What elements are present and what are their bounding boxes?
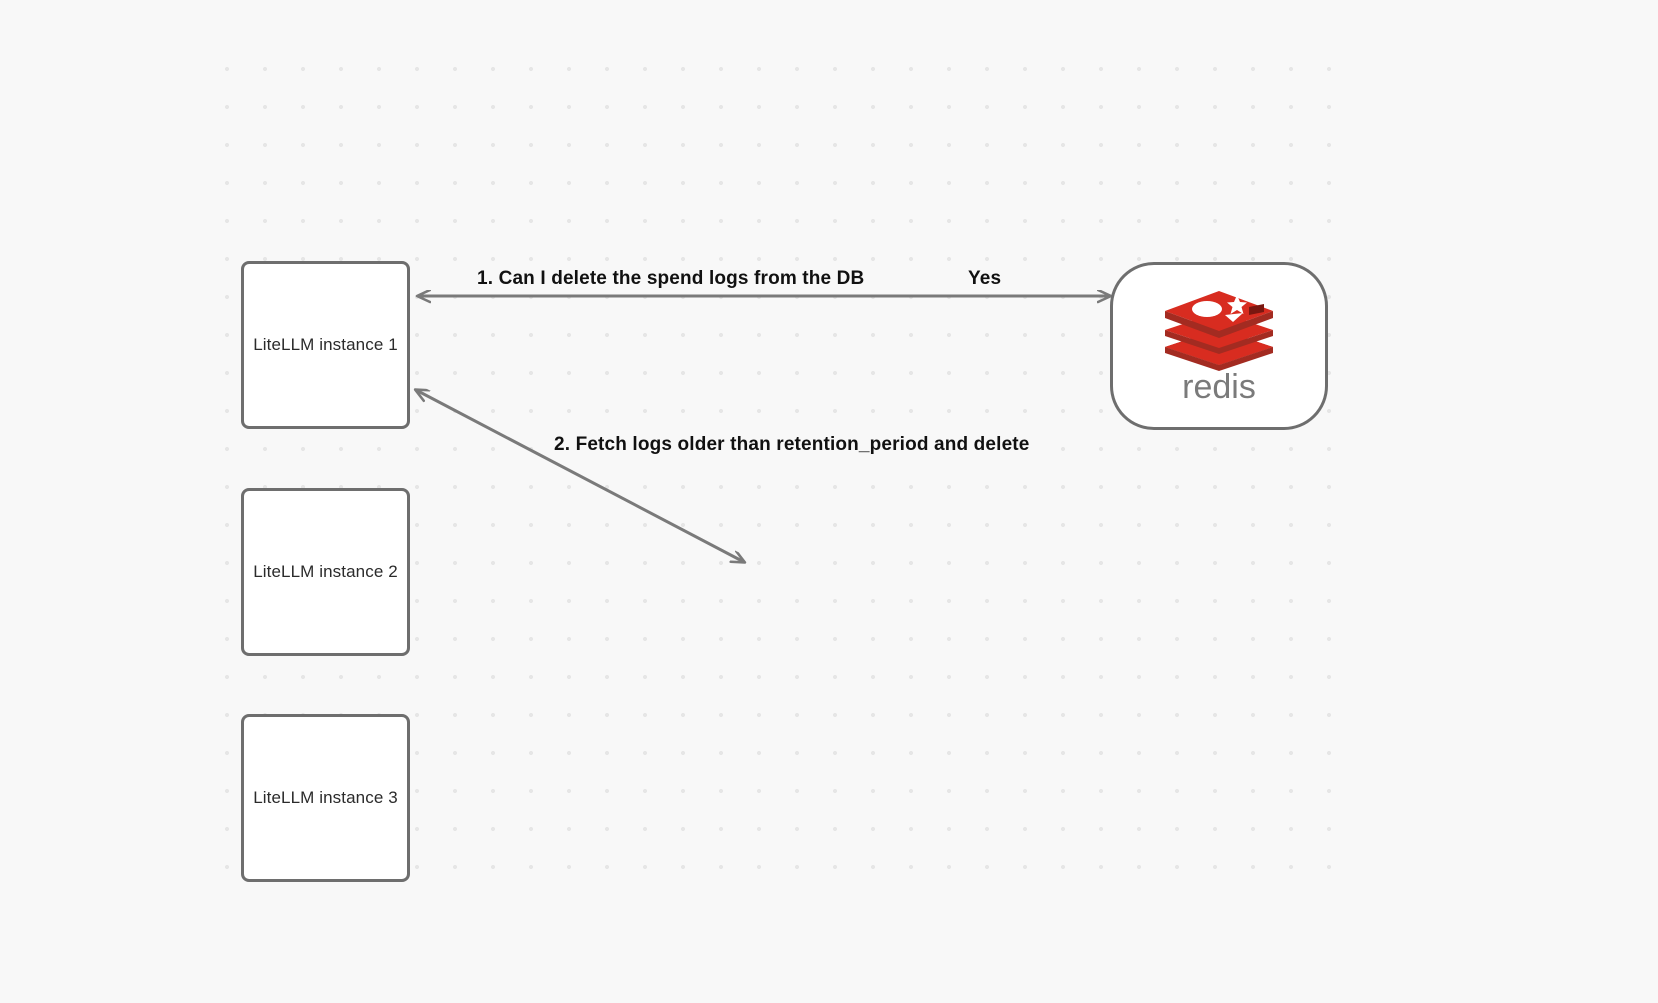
canvas-right-margin	[1345, 0, 1658, 1003]
node-redis[interactable]: redis	[1110, 262, 1328, 430]
node-label: LiteLLM instance 3	[253, 788, 398, 807]
node-litellm-instance-2[interactable]: LiteLLM instance 2	[241, 488, 410, 656]
redis-wordmark-text: redis	[1182, 368, 1256, 406]
canvas-left-margin	[0, 0, 205, 1003]
node-label: LiteLLM instance 2	[253, 562, 398, 581]
edge-litellm1-postgres	[416, 390, 744, 562]
redis-wordmark: redis	[1182, 368, 1256, 406]
node-litellm-instance-3[interactable]: LiteLLM instance 3	[241, 714, 410, 882]
redis-logo-icon	[1165, 291, 1273, 371]
edge-label-step-1: 1. Can I delete the spend logs from the …	[474, 268, 868, 290]
node-label: LiteLLM instance 1	[253, 335, 398, 354]
edge-label-yes: Yes	[965, 268, 1005, 290]
edge-label-step-2: 2. Fetch logs older than retention_perio…	[551, 434, 1033, 456]
node-litellm-instance-1[interactable]: LiteLLM instance 1	[241, 261, 410, 429]
